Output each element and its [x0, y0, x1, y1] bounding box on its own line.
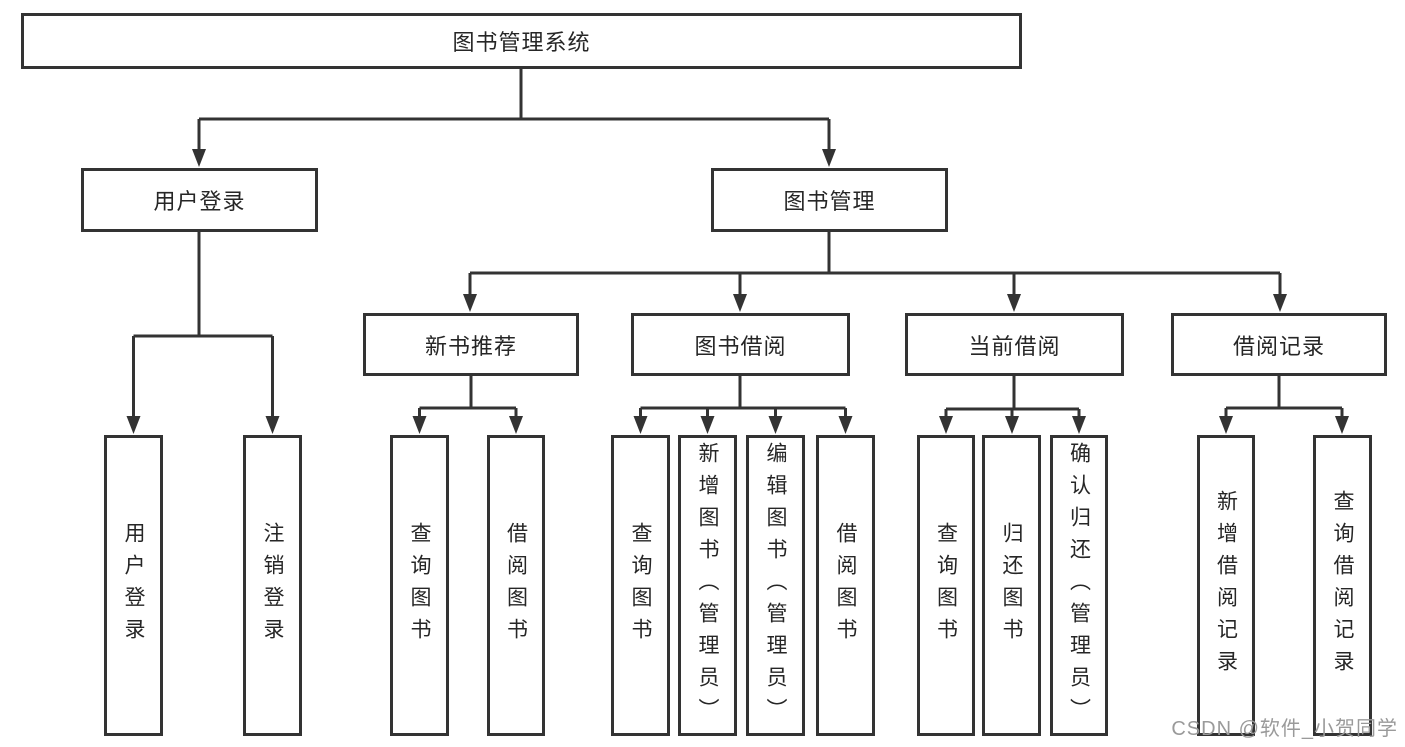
leaf-add-book: 新增图书（管理员）	[678, 435, 737, 736]
leaf-query-book-1-label: 查询图书	[408, 521, 431, 650]
leaf-edit-book: 编辑图书（管理员）	[746, 435, 805, 736]
leaf-return-book-label: 归还图书	[1000, 521, 1023, 650]
leaf-user-login: 用户登录	[104, 435, 163, 736]
leaf-query-book-3-label: 查询图书	[934, 521, 958, 650]
node-book-borrow-label: 图书借阅	[694, 333, 787, 359]
leaf-query-book-2-label: 查询图书	[629, 521, 652, 650]
leaf-return-book: 归还图书	[982, 435, 1041, 736]
node-new-book-rec: 新书推荐	[363, 313, 579, 376]
leaf-logout: 注销登录	[243, 435, 302, 736]
leaf-confirm-return: 确认归还（管理员）	[1050, 435, 1108, 736]
leaf-query-book-1: 查询图书	[390, 435, 449, 736]
arrowheads	[126, 149, 1349, 434]
leaf-borrow-book-1-label: 借阅图书	[504, 521, 528, 650]
node-current-borrow: 当前借阅	[905, 313, 1124, 376]
node-book-borrow: 图书借阅	[631, 313, 850, 376]
leaf-add-book-label: 新增图书（管理员）	[696, 441, 719, 730]
leaf-query-book-2: 查询图书	[611, 435, 670, 736]
node-book-mgmt-label: 图书管理	[783, 189, 876, 214]
node-current-borrow-label: 当前借阅	[968, 333, 1061, 359]
node-new-book-rec-label: 新书推荐	[424, 333, 517, 359]
leaf-add-record-label: 新增借阅记录	[1214, 489, 1238, 682]
leaf-query-record-label: 查询借阅记录	[1331, 489, 1354, 682]
leaf-query-book-3: 查询图书	[917, 435, 975, 736]
leaf-user-login-label: 用户登录	[122, 521, 145, 650]
csdn-watermark: CSDN @软件_小贺同学	[1171, 718, 1398, 740]
leaf-edit-book-label: 编辑图书（管理员）	[764, 441, 787, 730]
node-borrow-record: 借阅记录	[1171, 313, 1387, 376]
node-root-label: 图书管理系统	[452, 30, 591, 55]
leaf-logout-label: 注销登录	[261, 521, 284, 650]
leaf-add-record: 新增借阅记录	[1197, 435, 1255, 736]
node-root: 图书管理系统	[21, 13, 1022, 69]
node-borrow-record-label: 借阅记录	[1232, 333, 1325, 359]
leaf-borrow-book-2-label: 借阅图书	[834, 521, 857, 650]
node-book-mgmt: 图书管理	[711, 168, 948, 232]
node-user-login-label: 用户登录	[153, 189, 246, 214]
leaf-borrow-book-2: 借阅图书	[816, 435, 875, 736]
leaf-confirm-return-label: 确认归还（管理员）	[1067, 441, 1091, 730]
leaf-borrow-book-1: 借阅图书	[487, 435, 545, 736]
node-user-login: 用户登录	[81, 168, 318, 232]
leaf-query-record: 查询借阅记录	[1313, 435, 1372, 736]
